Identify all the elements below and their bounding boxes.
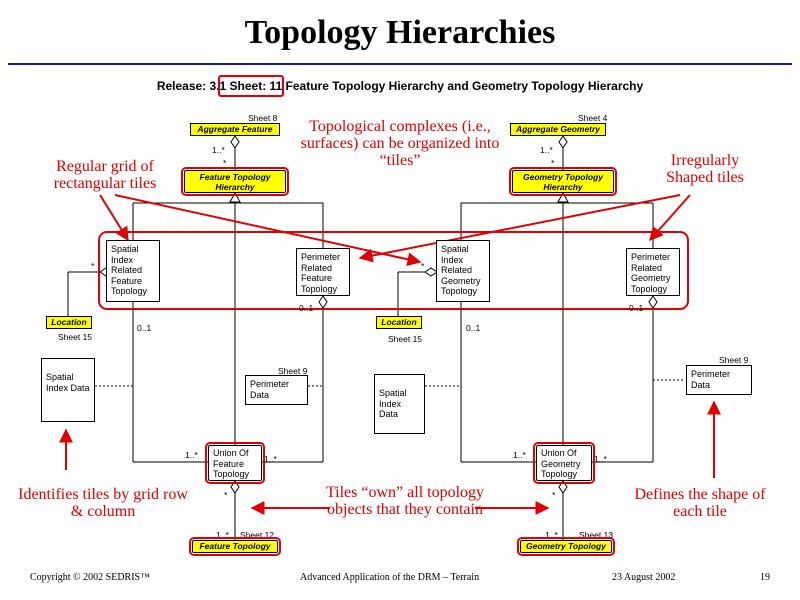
arrow-regular-grid <box>99 194 129 242</box>
mult-feature-topology: 1..* <box>216 530 229 540</box>
perimeter-data-feature-box[interactable]: Perimeter Data <box>245 375 308 405</box>
aggregate-feature-sheet: Sheet 8 <box>248 113 278 123</box>
aggregate-geometry-sheet: Sheet 4 <box>578 113 608 123</box>
note-topological-complexes: Topological complexes (i.e., surfaces) c… <box>300 118 500 169</box>
feature-topology-sheet: Sheet 12 <box>240 530 275 540</box>
footer-copyright: Copyright © 2002 SEDRIS™ <box>30 572 150 583</box>
union-of-geometry-topology-box[interactable]: Union Of Geometry Topology <box>533 442 595 484</box>
mult-agggeometry-1: 1..* <box>540 145 553 155</box>
footer-date: 23 August 2002 <box>612 572 676 583</box>
mult-perimeter-geometry: 0..1 <box>629 303 644 313</box>
mult-location-feature: * <box>91 261 95 271</box>
mult-agggeometry-2: * <box>551 158 555 168</box>
mult-location-geometry: * <box>421 261 425 271</box>
footer-page-number: 19 <box>760 572 770 583</box>
mult-geometry-topology: 1..* <box>545 530 558 540</box>
note-identifies-tiles: Identifies tiles by grid row & column <box>18 486 188 520</box>
note-tiles-own: Tiles “own” all topology objects that th… <box>325 484 485 518</box>
sheet-highlight <box>218 75 284 97</box>
perimeter-data-feature-sheet: Sheet 9 <box>278 366 308 376</box>
spatial-index-data-feature-box[interactable]: Spatial Index Data <box>41 358 95 422</box>
diagram-subtitle: Release: 3.1 Sheet: 11 Feature Topology … <box>156 79 644 93</box>
tile-band-highlight <box>98 231 689 310</box>
location-feature-box[interactable]: Location <box>46 316 92 329</box>
mult-aggfeature-2: * <box>223 158 227 168</box>
aggregation-diamond <box>230 135 240 149</box>
arrow-regular-grid-2 <box>114 194 422 267</box>
geometry-topology-box[interactable]: Geometry Topology <box>517 537 615 556</box>
location-geometry-sheet: Sheet 15 <box>388 334 423 344</box>
perimeter-data-geometry-sheet: Sheet 9 <box>719 355 749 365</box>
perimeter-related-feature-topology-box[interactable]: Perimeter Related Feature Topology <box>296 248 350 296</box>
note-irregular-tiles: Irregularly Shaped tiles <box>666 152 744 186</box>
mult-union-right-feature: 1..* <box>264 454 277 464</box>
arrow-irregular <box>649 194 691 242</box>
arrow-irregular-2 <box>358 194 681 263</box>
mult-union-geometry-star: * <box>552 490 556 500</box>
feature-topology-hierarchy-box[interactable]: Feature Topology Hierarchy <box>181 167 289 196</box>
mult-spatial-geometry: 0..1 <box>466 323 481 333</box>
location-geometry-box[interactable]: Location <box>376 316 422 329</box>
mult-union-right-geometry: 1..* <box>594 454 607 464</box>
aggregate-feature-box[interactable]: Aggregate Feature <box>190 123 280 136</box>
location-feature-sheet: Sheet 15 <box>58 332 93 342</box>
geometry-topology-sheet: Sheet 13 <box>579 530 614 540</box>
mult-union-left-geometry: 1..* <box>513 450 526 460</box>
footer-center: Advanced Application of the DRM – Terrai… <box>300 572 480 583</box>
perimeter-related-geometry-topology-box[interactable]: Perimeter Related Geometry Topology <box>626 248 680 296</box>
mult-union-feature-star: * <box>224 490 228 500</box>
spatial-index-data-geometry-box[interactable]: Spatial Index Data <box>374 374 425 434</box>
aggregate-geometry-box[interactable]: Aggregate Geometry <box>510 123 606 136</box>
spatial-index-related-geometry-topology-box[interactable]: Spatial Index Related Geometry Topology <box>436 240 490 302</box>
slide-title: Topology Hierarchies <box>244 14 556 51</box>
mult-union-left-feature: 1..* <box>185 450 198 460</box>
inheritance-triangle <box>229 191 241 203</box>
mult-spatial-feature: 0..1 <box>137 323 152 333</box>
note-regular-grid: Regular grid of rectangular tiles <box>53 158 157 192</box>
perimeter-data-geometry-box[interactable]: Perimeter Data <box>686 365 752 395</box>
note-defines-shape: Defines the shape of each tile <box>634 486 766 520</box>
title-divider <box>8 63 792 65</box>
union-of-feature-topology-box[interactable]: Union Of Feature Topology <box>205 442 265 484</box>
mult-aggfeature-1: 1..* <box>212 145 225 155</box>
feature-topology-box[interactable]: Feature Topology <box>189 537 281 556</box>
spatial-index-related-feature-topology-box[interactable]: Spatial Index Related Feature Topology <box>106 240 160 302</box>
geometry-topology-hierarchy-box[interactable]: Geometry Topology Hierarchy <box>509 167 617 196</box>
mult-perimeter-feature: 0..1 <box>299 303 314 313</box>
